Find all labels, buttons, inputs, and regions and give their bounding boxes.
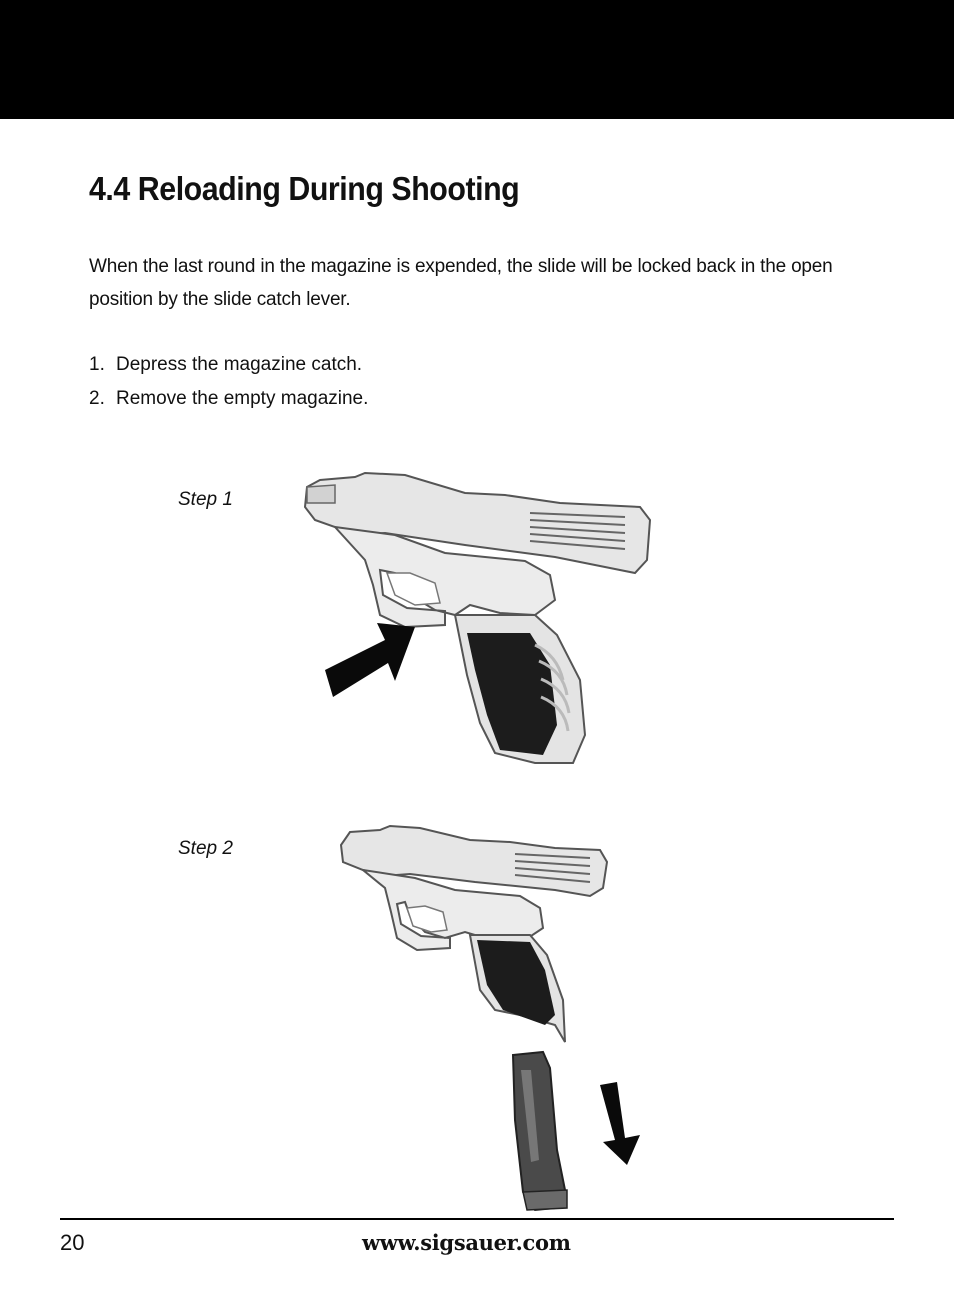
step-text: Depress the magazine catch. xyxy=(116,354,363,375)
step-number: 2. xyxy=(89,388,105,409)
section-title: 4.4 Reloading During Shooting xyxy=(89,170,520,207)
website-url: www.sigsauer.com xyxy=(362,1230,571,1255)
step-text: Remove the empty magazine. xyxy=(116,388,369,409)
list-item: 1. Depress the magazine catch. xyxy=(89,348,368,382)
footer-rule xyxy=(60,1218,894,1220)
list-item: 2. Remove the empty magazine. xyxy=(89,382,368,416)
pistol-slide-locked-back-icon xyxy=(303,471,652,764)
step1-label: Step 1 xyxy=(178,489,233,510)
intro-paragraph: When the last round in the magazine is e… xyxy=(89,256,833,310)
page-number: 20 xyxy=(60,1230,85,1255)
step2-label: Step 2 xyxy=(178,838,233,859)
header-bar xyxy=(0,0,954,119)
step-number: 1. xyxy=(89,354,105,375)
pistol-magazine-removed-icon xyxy=(339,824,640,1212)
step-list: 1. Depress the magazine catch. 2. Remove… xyxy=(89,348,368,416)
